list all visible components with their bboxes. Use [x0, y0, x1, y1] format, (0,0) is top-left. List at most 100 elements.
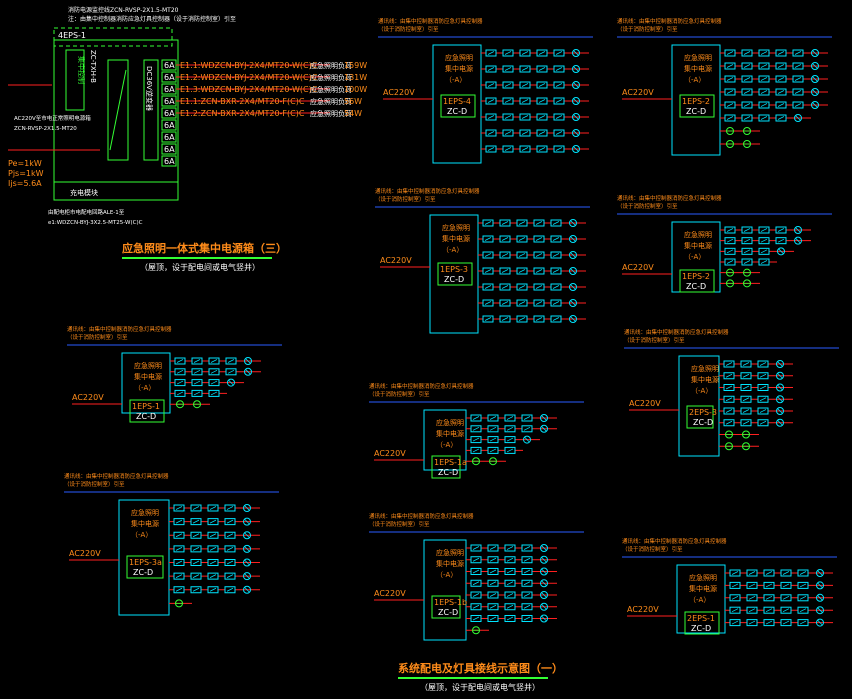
lamp-symbol — [540, 591, 548, 599]
indicator-arrow — [518, 285, 526, 289]
module-box-line: 应急照明 — [689, 573, 717, 582]
lamp-symbol — [811, 88, 819, 96]
indicator-arrow — [760, 238, 768, 243]
exit-sign-symbol — [725, 430, 733, 439]
indicator-arrow — [743, 116, 751, 120]
indicator-arrow — [759, 362, 767, 366]
main-box-label: 4EPS-1 — [58, 31, 86, 40]
indicator-arrow — [748, 583, 756, 588]
circuit-list: E1.1:WDZCN-BYJ-2X4/MT20-W(C)C应急照明负荷159WE… — [180, 61, 367, 118]
exit-sign-symbol — [743, 279, 751, 288]
bottom-title: 系统配电及灯具接线示意图（一） — [398, 661, 563, 675]
indicator-arrow — [472, 557, 480, 562]
breaker-box — [161, 143, 177, 155]
indicator-arrow — [794, 64, 802, 68]
indicator-arrow — [484, 253, 492, 257]
module-1: 通讯线：由集中控制器消防应急灯具控制器（设于消防控制室）引至应急照明集中电源（-… — [617, 17, 832, 156]
indicator-arrow — [535, 237, 543, 241]
main-top-note-1: 消防电源监控线ZCN-RVSP-2X1.5-MT20 — [68, 6, 179, 14]
indicator-arrow — [535, 301, 543, 305]
indicator-arrow — [759, 409, 767, 413]
indicator-arrow — [538, 131, 546, 135]
lamp-symbol — [776, 418, 784, 427]
module-id-box — [679, 269, 715, 293]
lamp-symbol — [777, 247, 785, 256]
indicator-arrow — [472, 546, 480, 550]
circuit-load: 56W — [344, 97, 362, 106]
ac-label: AC220V — [622, 263, 654, 272]
indicator-arrow — [504, 67, 512, 71]
indicator-arrow — [501, 221, 509, 225]
lamp-cross — [817, 570, 823, 576]
indicator-arrow — [504, 147, 512, 151]
lamp-cross — [777, 372, 783, 379]
indicator-arrow — [759, 420, 767, 425]
lamp-symbol — [572, 49, 580, 57]
lamp-cross — [541, 545, 547, 551]
module-id-box — [686, 405, 714, 429]
lamp-cross — [244, 505, 250, 511]
main-top-note-2: 注：由集中控制器消防应急灯具控制器（设于消防控制室）引至 — [68, 15, 236, 23]
lamp-symbol — [569, 219, 577, 227]
indicator-arrow — [742, 385, 750, 390]
module-box-line: 集中电源 — [436, 429, 464, 438]
indicator-arrow — [521, 147, 529, 151]
exit-sign-symbol — [489, 457, 497, 466]
indicator-arrow — [506, 557, 514, 562]
indicator-arrow — [226, 587, 234, 592]
module-diagrams: 通讯线：由集中控制器消防应急灯具控制器（设于消防控制室）引至应急照明集中电源（-… — [64, 17, 839, 641]
indicator-arrow — [799, 595, 807, 600]
module-id: 1EPS-2 — [682, 97, 710, 106]
module-zc: ZC-D — [438, 608, 458, 617]
module-zc: ZC-D — [133, 568, 153, 577]
feed-note-1: 通讯线：由集中控制器消防应急灯具控制器 — [617, 17, 722, 25]
module-box — [429, 214, 479, 334]
indicator-arrow — [552, 237, 560, 241]
indicator-arrow — [175, 547, 183, 551]
indicator-arrow — [726, 90, 734, 94]
indicator-arrow — [535, 269, 543, 273]
lamp-symbol — [243, 504, 251, 512]
indicator-arrow — [192, 506, 200, 510]
indicator-arrow — [782, 608, 790, 613]
lamp-symbol — [540, 544, 548, 552]
lamp-symbol — [569, 283, 577, 291]
indicator-arrow — [743, 90, 751, 94]
indicator-arrow — [725, 420, 733, 425]
indicator-arrow — [487, 67, 495, 71]
indicator-arrow — [518, 317, 526, 321]
module-id: 2EPS-1 — [687, 614, 715, 623]
ac-label: AC220V — [69, 549, 101, 558]
lamp-symbol — [540, 414, 548, 422]
lamp-cross — [777, 361, 783, 367]
ac-label: AC220V — [72, 393, 104, 402]
lamp-symbol — [572, 81, 580, 89]
indicator-arrow — [489, 581, 497, 586]
lamp-symbol — [776, 407, 784, 415]
indicator-arrow — [487, 51, 495, 55]
module-9: 通讯线：由集中控制器消防应急灯具控制器（设于消防控制室）引至应急照明集中电源（-… — [622, 537, 837, 635]
indicator-arrow — [504, 99, 512, 103]
indicator-arrow — [226, 519, 234, 524]
feed-note-1: 通讯线：由集中控制器消防应急灯具控制器 — [617, 194, 722, 202]
module-id-box — [431, 595, 461, 619]
indicator-arrow — [760, 77, 768, 81]
module-zc: ZC-D — [444, 275, 464, 284]
indicator-arrow — [176, 380, 184, 385]
indicator-arrow — [725, 362, 733, 366]
main-top-dashed-box — [53, 27, 173, 47]
indicator-arrow — [523, 616, 531, 621]
module-box-line: 集中电源 — [684, 64, 712, 73]
indicator-arrow — [799, 583, 807, 588]
indicator-arrow — [742, 362, 750, 366]
module-box-line: （-A） — [689, 596, 710, 604]
indicator-arrow — [777, 116, 785, 120]
lamp-cross — [777, 384, 783, 391]
indicator-arrow — [521, 51, 529, 55]
lamp-cross — [245, 358, 251, 364]
feed-note-1: 通讯线：由集中控制器消防应急灯具控制器 — [369, 512, 474, 520]
module-id-box — [431, 455, 461, 479]
module-box — [676, 564, 726, 634]
module-3: 通讯线：由集中控制器消防应急灯具控制器（设于消防控制室）引至应急照明集中电源（-… — [617, 194, 832, 293]
module-box — [423, 539, 467, 641]
